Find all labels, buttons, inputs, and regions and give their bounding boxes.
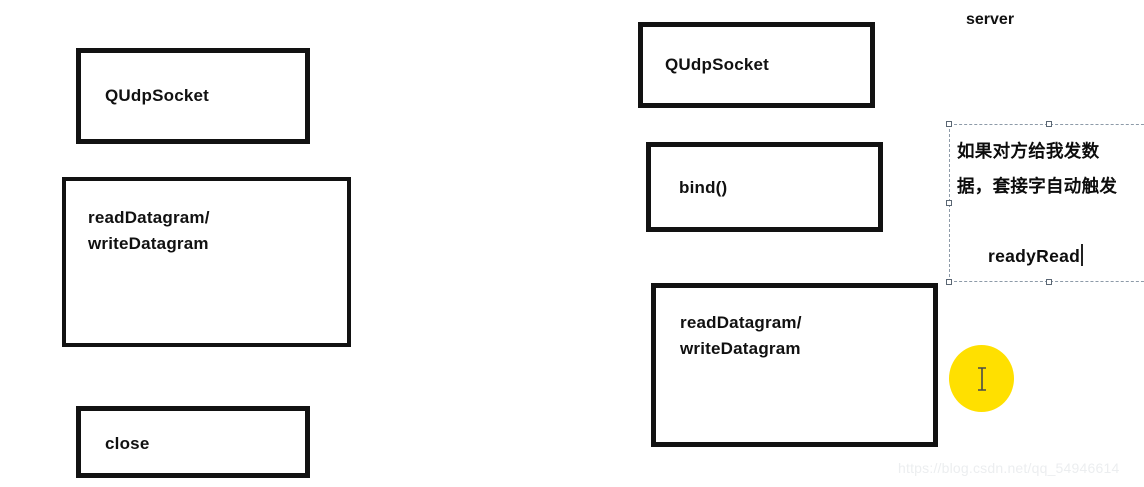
client-box-close[interactable]: close [76,406,310,478]
server-box-bind[interactable]: bind() [646,142,883,232]
note-selection-frame[interactable] [946,121,1144,285]
client-box-close-label: close [105,434,150,453]
i-beam-cursor-icon [977,366,986,391]
server-box-qudpsocket-label: QUdpSocket [665,55,770,74]
resize-handle-bottom-middle[interactable] [1046,279,1052,285]
client-box-read-write-datagram-label: readDatagram/ writeDatagram [88,208,210,254]
client-box-read-write-datagram[interactable]: readDatagram/ writeDatagram [62,177,351,347]
note-text-line-3: readyRead [957,204,1144,309]
resize-handle-top-left[interactable] [946,121,952,127]
client-box-qudpsocket-label: QUdpSocket [105,86,210,105]
resize-handle-middle-left[interactable] [946,200,952,206]
note-text-line-3-content: readyRead [987,246,1081,266]
server-column-heading: server [966,11,1015,28]
note-text-line-2: 据，套接字自动触发 [957,176,1118,196]
client-box-qudpsocket[interactable]: QUdpSocket [76,48,310,144]
server-box-read-write-datagram[interactable]: readDatagram/ writeDatagram [651,283,938,447]
note-text-line-1: 如果对方给我发数 [957,141,1100,161]
text-caret [1081,244,1084,266]
server-box-qudpsocket[interactable]: QUdpSocket [638,22,875,108]
note-text-box[interactable]: 如果对方给我发数 据，套接字自动触发 readyRead [957,134,1144,309]
server-box-read-write-datagram-label: readDatagram/ writeDatagram [680,313,802,359]
resize-handle-top-middle[interactable] [1046,121,1052,127]
server-box-bind-label: bind() [679,178,728,197]
resize-handle-bottom-left[interactable] [946,279,952,285]
cursor-highlight-blob [949,345,1014,412]
watermark-text: https://blog.csdn.net/qq_54946614 [898,460,1120,476]
